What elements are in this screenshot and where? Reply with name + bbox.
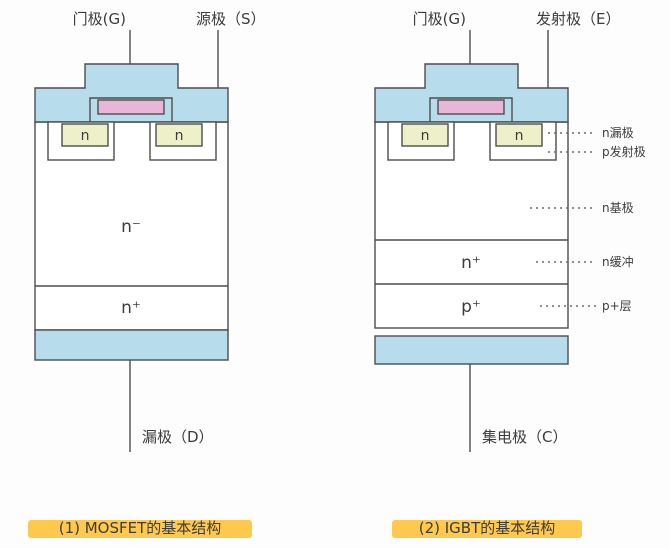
- emitter-metal-cap: [374, 63, 569, 123]
- mosfet-diagram: n n n⁻ n⁺ 门极(G) 源极（S） 漏极（D） (1) MOSFET的基…: [28, 10, 266, 538]
- side-label-p-plus-layer: p+层: [602, 299, 632, 313]
- side-label-p-emitter: p发射极: [602, 144, 646, 159]
- side-label-n-drain: n漏极: [602, 126, 634, 140]
- igbt-diagram: n n n⁺ p⁺ n漏极 p发射极 n基极 n缓冲 p+层 门极(G) 发射极…: [374, 10, 646, 538]
- gate-oxide-step: [429, 97, 513, 122]
- gate-terminal-label: 门极(G): [73, 10, 126, 28]
- gate-electrode: [437, 99, 505, 115]
- n-source-left-label: n: [81, 128, 90, 144]
- n-source-right: [155, 123, 203, 147]
- n-source-right-label: n: [175, 128, 184, 144]
- side-label-n-buffer: n缓冲: [602, 254, 634, 269]
- gate-electrode: [97, 99, 165, 115]
- source-terminal-label: 源极（S）: [196, 10, 266, 28]
- drain-metal: [34, 329, 229, 361]
- n-region-left-label: n: [421, 128, 430, 144]
- caption-highlight-igbt: [392, 520, 582, 538]
- p-plus-label: p⁺: [461, 297, 481, 317]
- n-region-left: [401, 123, 449, 147]
- caption-mosfet: (1) MOSFET的基本结构: [59, 519, 222, 537]
- emitter-terminal-label: 发射极（E）: [536, 10, 620, 28]
- collector-terminal-label: 集电极（C）: [482, 428, 567, 446]
- n-region-right: [495, 123, 543, 147]
- n-region-right-label: n: [515, 128, 524, 144]
- n-source-left: [61, 123, 109, 147]
- gate-terminal-label: 门极(G): [413, 10, 466, 28]
- caption-highlight-mosfet: [28, 520, 252, 538]
- collector-metal: [374, 335, 569, 365]
- n-drift-label: n⁻: [121, 217, 141, 237]
- n-buffer-label: n⁺: [461, 253, 481, 273]
- side-label-n-base: n基极: [602, 201, 634, 215]
- drain-terminal-label: 漏极（D）: [142, 428, 214, 446]
- n-substrate-label: n⁺: [121, 298, 141, 318]
- gate-oxide-step: [89, 97, 173, 122]
- source-metal-cap: [34, 63, 229, 123]
- caption-igbt: (2) IGBT的基本结构: [419, 519, 556, 537]
